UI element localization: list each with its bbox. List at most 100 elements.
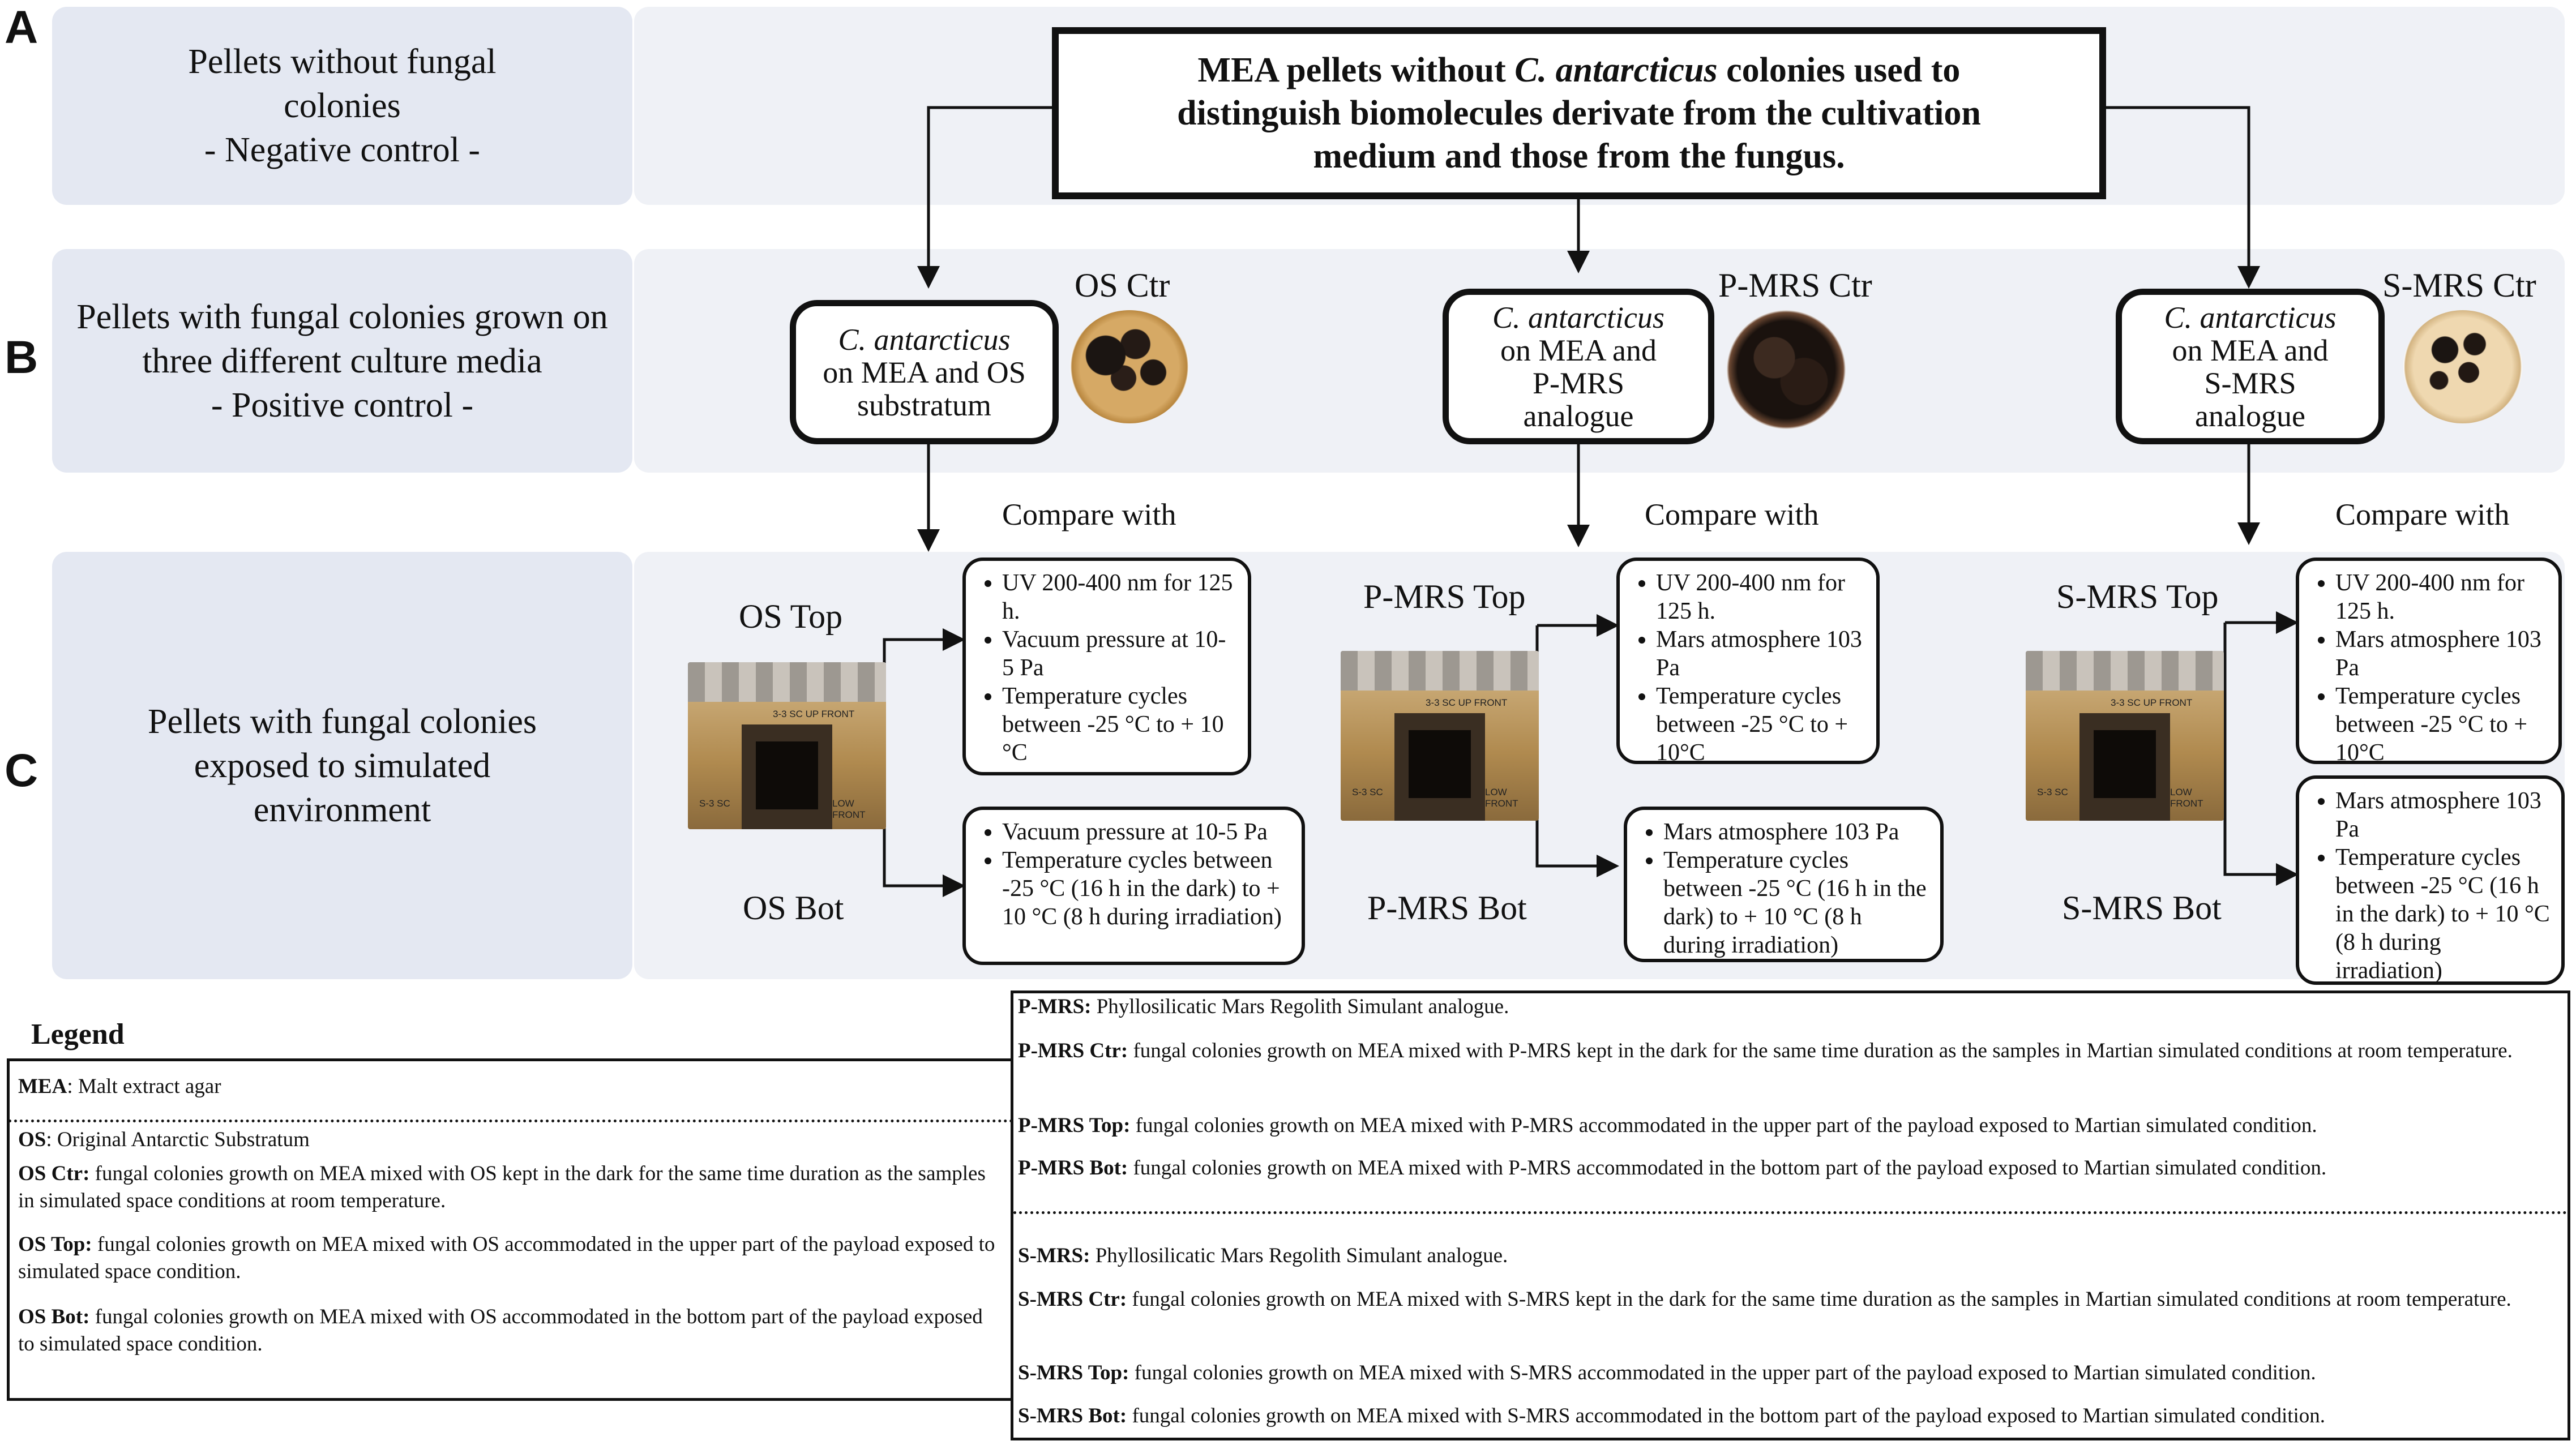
row-a-label-line3: - Negative control -	[204, 131, 481, 169]
strain-os-species: C. antarcticus	[838, 322, 1011, 357]
branch-smrs	[2223, 621, 2296, 876]
top-box-line1-pre: MEA pellets without	[1197, 51, 1515, 89]
strain-pmrs-line3: P-MRS	[1532, 366, 1625, 400]
condition-item: Mars atmosphere 103 Pa	[2335, 625, 2547, 682]
legend-definition: fungal colonies growth on MEA mixed with…	[1134, 1361, 2316, 1384]
os-hardware-image: 3-3 SC UP FRONT S-3 SC LOW FRONT	[688, 662, 886, 829]
legend-entry-os: OS: Original Antarctic Substratum	[18, 1128, 310, 1151]
os-ctr-label: OS Ctr	[1075, 267, 1170, 304]
legend-term: MEA	[18, 1075, 67, 1098]
row-c-label-line1: Pellets with fungal colonies	[147, 702, 537, 741]
os-top-label: OS Top	[739, 598, 843, 635]
smrs-top-conditions: UV 200-400 nm for 125 h. Mars atmosphere…	[2296, 558, 2562, 767]
legend-entry-smrs-bot: S-MRS Bot: fungal colonies growth on MEA…	[1018, 1403, 2558, 1430]
legend-entry-pmrs: P-MRS: Phyllosilicatic Mars Regolith Sim…	[1018, 993, 2558, 1020]
os-ctr-pellet-image	[1070, 310, 1189, 423]
condition-item: Vacuum pressure at 10-5 Pa	[1002, 818, 1290, 846]
legend-right-box	[1011, 991, 2570, 1440]
legend-term: OS	[18, 1128, 46, 1151]
smrs-bot-label: S-MRS Bot	[2062, 889, 2222, 927]
legend-left-box	[7, 1058, 1015, 1401]
smrs-ctr-label: S-MRS Ctr	[2382, 267, 2536, 304]
row-letter-c: C	[5, 745, 38, 796]
condition-item: Mars atmosphere 103 Pa	[2335, 787, 2550, 843]
legend-definition: fungal colonies growth on MEA mixed with…	[18, 1162, 986, 1212]
pmrs-bot-conditions: Mars atmosphere 103 Pa Temperature cycle…	[1624, 807, 1944, 962]
legend-term: P-MRS Top:	[1018, 1114, 1131, 1137]
top-box-species: C. antarcticus	[1514, 51, 1718, 89]
os-bot-conditions: Vacuum pressure at 10-5 Pa Temperature c…	[962, 807, 1305, 965]
hardware-label-s3: S-3 SC	[699, 798, 730, 809]
legend-definition: fungal colonies growth on MEA mixed with…	[1133, 1156, 2327, 1180]
legend-right-divider	[1013, 1211, 2568, 1214]
strain-box-os: C. antarcticus on MEA and OS substratum	[790, 300, 1059, 444]
legend-term: OS Top:	[18, 1233, 92, 1256]
row-letter-a: A	[5, 2, 38, 53]
hardware-label-s3: S-3 SC	[2037, 787, 2068, 797]
condition-item: Vacuum pressure at 10-5 Pa	[1002, 625, 1236, 682]
hardware-label-up-front: 3-3 SC UP FRONT	[1426, 697, 1508, 708]
condition-item: UV 200-400 nm for 125 h.	[1002, 569, 1236, 625]
legend-term: P-MRS Ctr:	[1018, 1039, 1128, 1062]
hardware-label-low-front: LOW FRONT	[1485, 787, 1518, 809]
hardware-label-low-front: LOW FRONT	[832, 798, 866, 820]
row-a-label-line1: Pellets without fungal	[188, 42, 497, 81]
row-c-label-line3: environment	[253, 790, 431, 829]
legend-definition: Original Antarctic Substratum	[57, 1128, 310, 1151]
pmrs-bot-label: P-MRS Bot	[1367, 889, 1527, 927]
row-b-label: Pellets with fungal colonies grown on th…	[52, 249, 632, 473]
os-compare-label: Compare with	[1002, 498, 1176, 531]
row-a-label: Pellets without fungal colonies - Negati…	[52, 7, 632, 205]
legend-definition: Phyllosilicatic Mars Regolith Simulant a…	[1096, 995, 1509, 1018]
legend-entry-smrs: S-MRS: Phyllosilicatic Mars Regolith Sim…	[1018, 1242, 2558, 1270]
hardware-label-up-front: 3-3 SC UP FRONT	[773, 709, 855, 719]
legend-term: S-MRS Ctr:	[1018, 1288, 1127, 1311]
strain-os-line3: substratum	[857, 388, 991, 422]
legend-entry-os-ctr: OS Ctr: fungal colonies growth on MEA mi…	[18, 1160, 1003, 1215]
branch-os	[883, 638, 962, 887]
legend-entry-os-bot: OS Bot: fungal colonies growth on MEA mi…	[18, 1303, 1003, 1358]
negative-control-box: MEA pellets without C. antarcticus colon…	[1052, 27, 2106, 199]
legend-definition: fungal colonies growth on MEA mixed with…	[1135, 1114, 2317, 1137]
legend-term: P-MRS Bot:	[1018, 1156, 1128, 1180]
pmrs-top-label: P-MRS Top	[1363, 578, 1526, 615]
os-bot-label: OS Bot	[743, 889, 844, 927]
legend-entry-pmrs-ctr: P-MRS Ctr: fungal colonies growth on MEA…	[1018, 1037, 2558, 1065]
strain-pmrs-line4: analogue	[1523, 398, 1634, 433]
legend-entry-os-top: OS Top: fungal colonies growth on MEA mi…	[18, 1231, 1003, 1285]
row-c-label: Pellets with fungal colonies exposed to …	[52, 552, 632, 979]
hardware-label-low-front: LOW FRONT	[2170, 787, 2203, 809]
legend-entry-smrs-top: S-MRS Top: fungal colonies growth on MEA…	[1018, 1360, 2558, 1387]
row-b-label-line1: Pellets with fungal colonies grown on	[76, 297, 608, 336]
condition-item: Temperature cycles between -25 °C to + 1…	[1656, 682, 1865, 767]
legend-term: S-MRS Top:	[1018, 1361, 1129, 1384]
pmrs-compare-label: Compare with	[1645, 498, 1819, 531]
row-c-label-line2: exposed to simulated	[194, 746, 491, 785]
strain-smrs-species: C. antarcticus	[2164, 300, 2337, 335]
condition-item: Temperature cycles between -25 °C to + 1…	[2335, 682, 2547, 767]
row-a-label-line2: colonies	[284, 87, 401, 125]
legend-term: S-MRS:	[1018, 1244, 1090, 1267]
legend-definition: fungal colonies growth on MEA mixed with…	[18, 1305, 983, 1356]
legend-term: P-MRS:	[1018, 995, 1092, 1018]
legend-entry-smrs-ctr: S-MRS Ctr: fungal colonies growth on MEA…	[1018, 1286, 2558, 1313]
arrow-top-to-os	[917, 106, 1052, 289]
condition-item: Temperature cycles between -25 °C to + 1…	[1002, 682, 1236, 767]
legend-entry-pmrs-bot: P-MRS Bot: fungal colonies growth on MEA…	[1018, 1155, 2558, 1182]
condition-item: UV 200-400 nm for 125 h.	[2335, 569, 2547, 625]
legend-entry-pmrs-top: P-MRS Top: fungal colonies growth on MEA…	[1018, 1112, 2558, 1139]
legend-definition: fungal colonies growth on MEA mixed with…	[1133, 1039, 2513, 1062]
smrs-compare-label: Compare with	[2335, 498, 2510, 531]
hardware-label-up-front: 3-3 SC UP FRONT	[2111, 697, 2193, 708]
legend-entry-mea: MEA: Malt extract agar	[18, 1075, 221, 1098]
condition-item: Temperature cycles between -25 °C (16 h …	[2335, 843, 2550, 985]
condition-item: Temperature cycles between -25 °C (16 h …	[1002, 846, 1290, 931]
strain-pmrs-species: C. antarcticus	[1492, 300, 1664, 335]
arrow-top-to-smrs	[2106, 106, 2260, 289]
condition-item: Temperature cycles between -25 °C (16 h …	[1663, 846, 1929, 959]
row-b-label-line2: three different culture media	[142, 341, 542, 380]
smrs-ctr-pellet-image	[2403, 310, 2522, 423]
branch-pmrs	[1535, 624, 1616, 868]
legend-term: OS Bot:	[18, 1305, 90, 1328]
smrs-top-label: S-MRS Top	[2056, 578, 2219, 615]
